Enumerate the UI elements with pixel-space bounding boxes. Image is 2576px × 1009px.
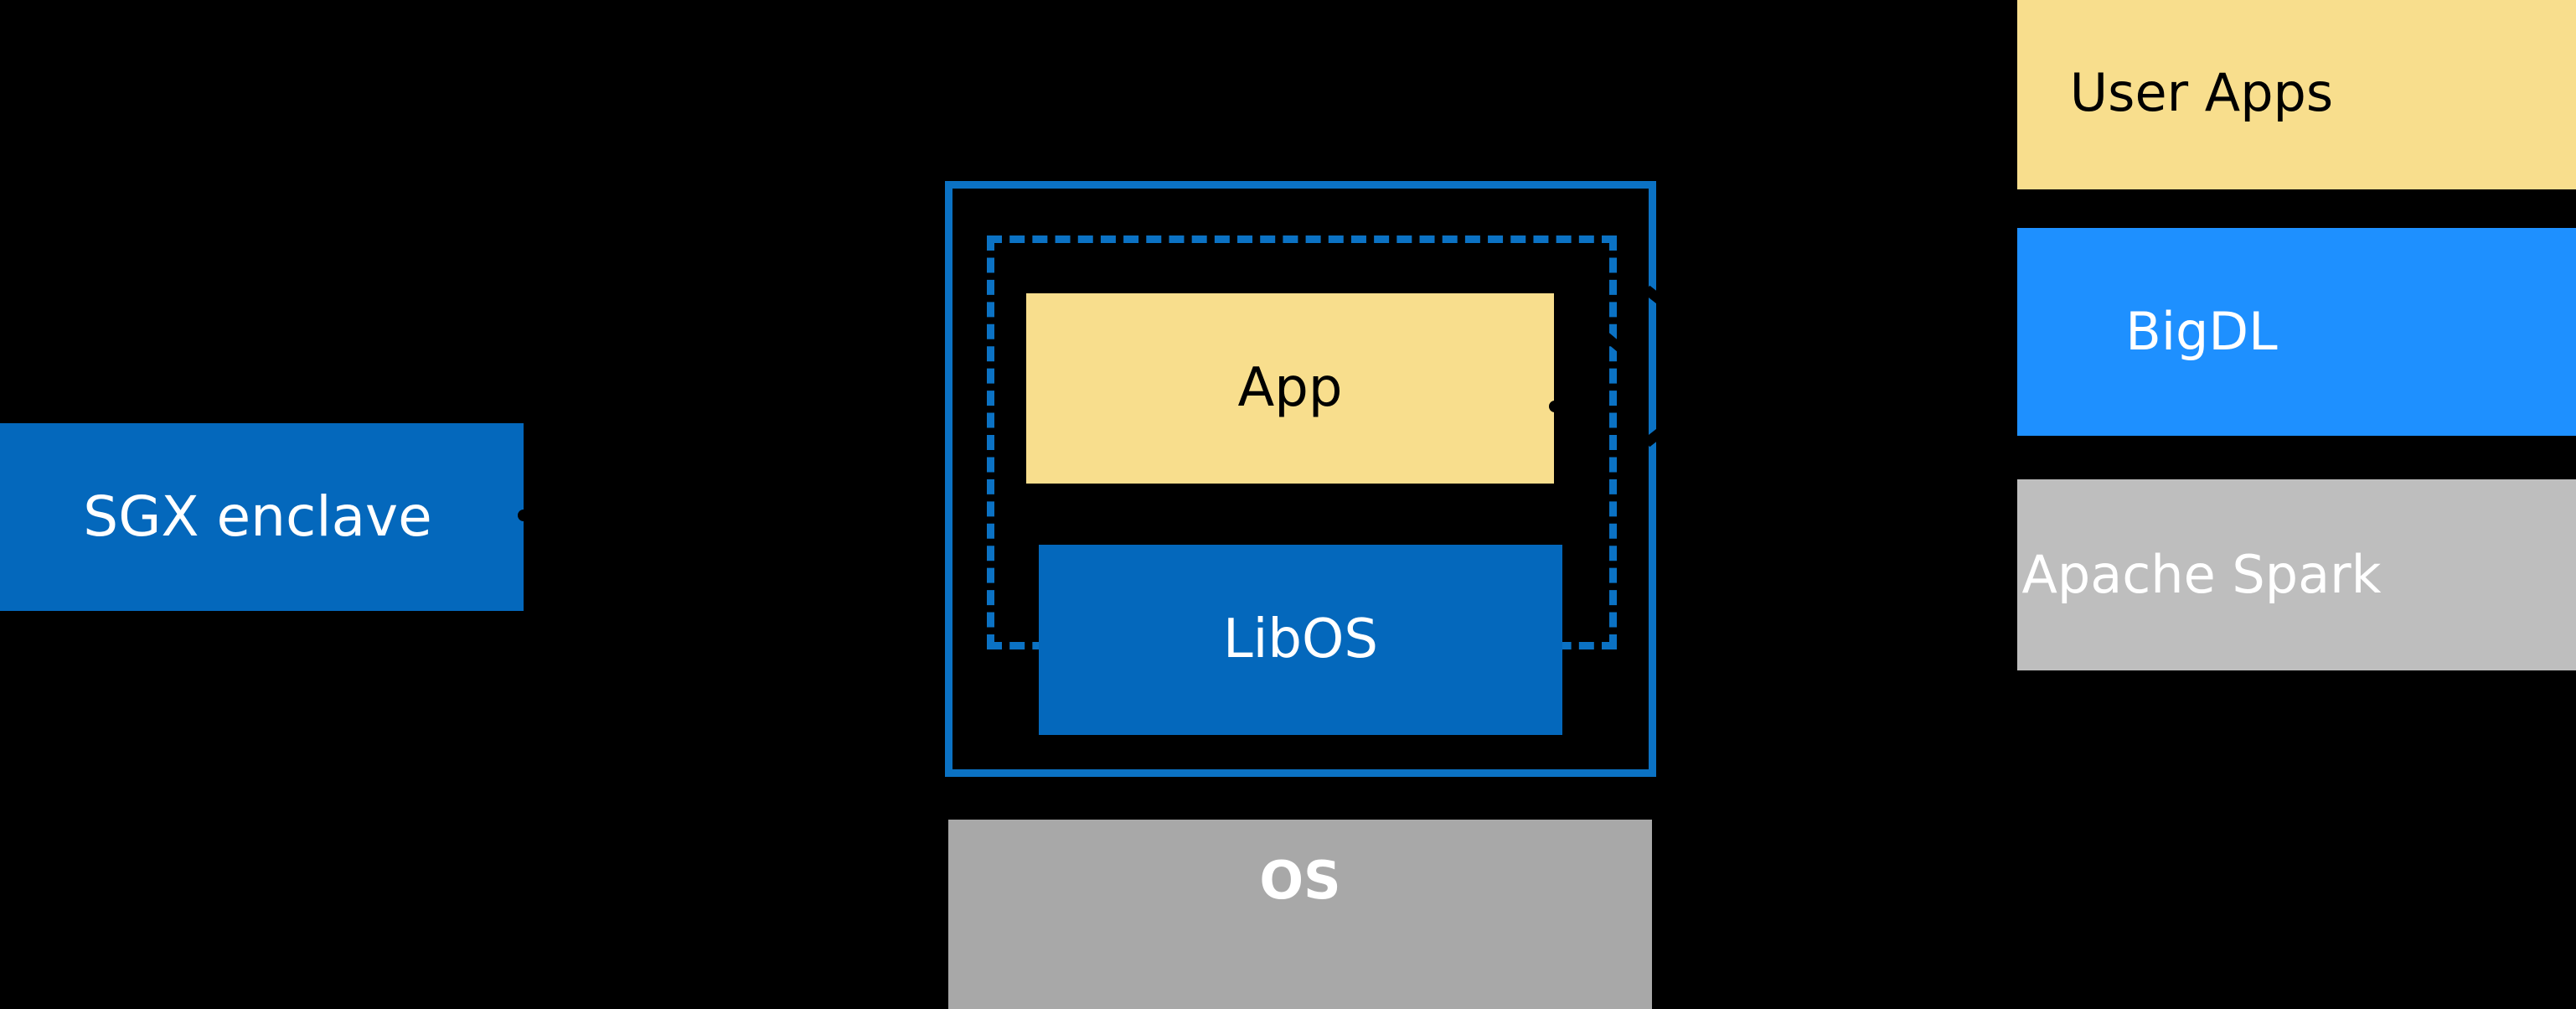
app-box: App — [1026, 293, 1554, 484]
user-apps-box: User Apps — [2017, 0, 2576, 189]
user-apps-label: User Apps — [2069, 62, 2334, 124]
libos-label: LibOS — [1222, 608, 1379, 670]
libos-box: LibOS — [1039, 545, 1562, 735]
sgx-enclave-leader-line-tip — [518, 510, 529, 521]
apache-spark-box: Apache Spark — [2017, 479, 2576, 670]
sgx-enclave-box: SGX enclave — [0, 423, 524, 611]
sgx-enclave-label: SGX enclave — [83, 484, 432, 550]
app-label: App — [1237, 356, 1343, 419]
os-label: OS — [1259, 850, 1341, 911]
os-box: OS — [948, 820, 1652, 1009]
enclave-boundary-outline — [945, 181, 1656, 777]
apache-spark-label: Apache Spark — [2021, 544, 2382, 606]
app-leader-line-tip — [1549, 401, 1561, 412]
bigdl-box: BigDL — [2017, 228, 2576, 436]
bigdl-label: BigDL — [2125, 301, 2278, 363]
